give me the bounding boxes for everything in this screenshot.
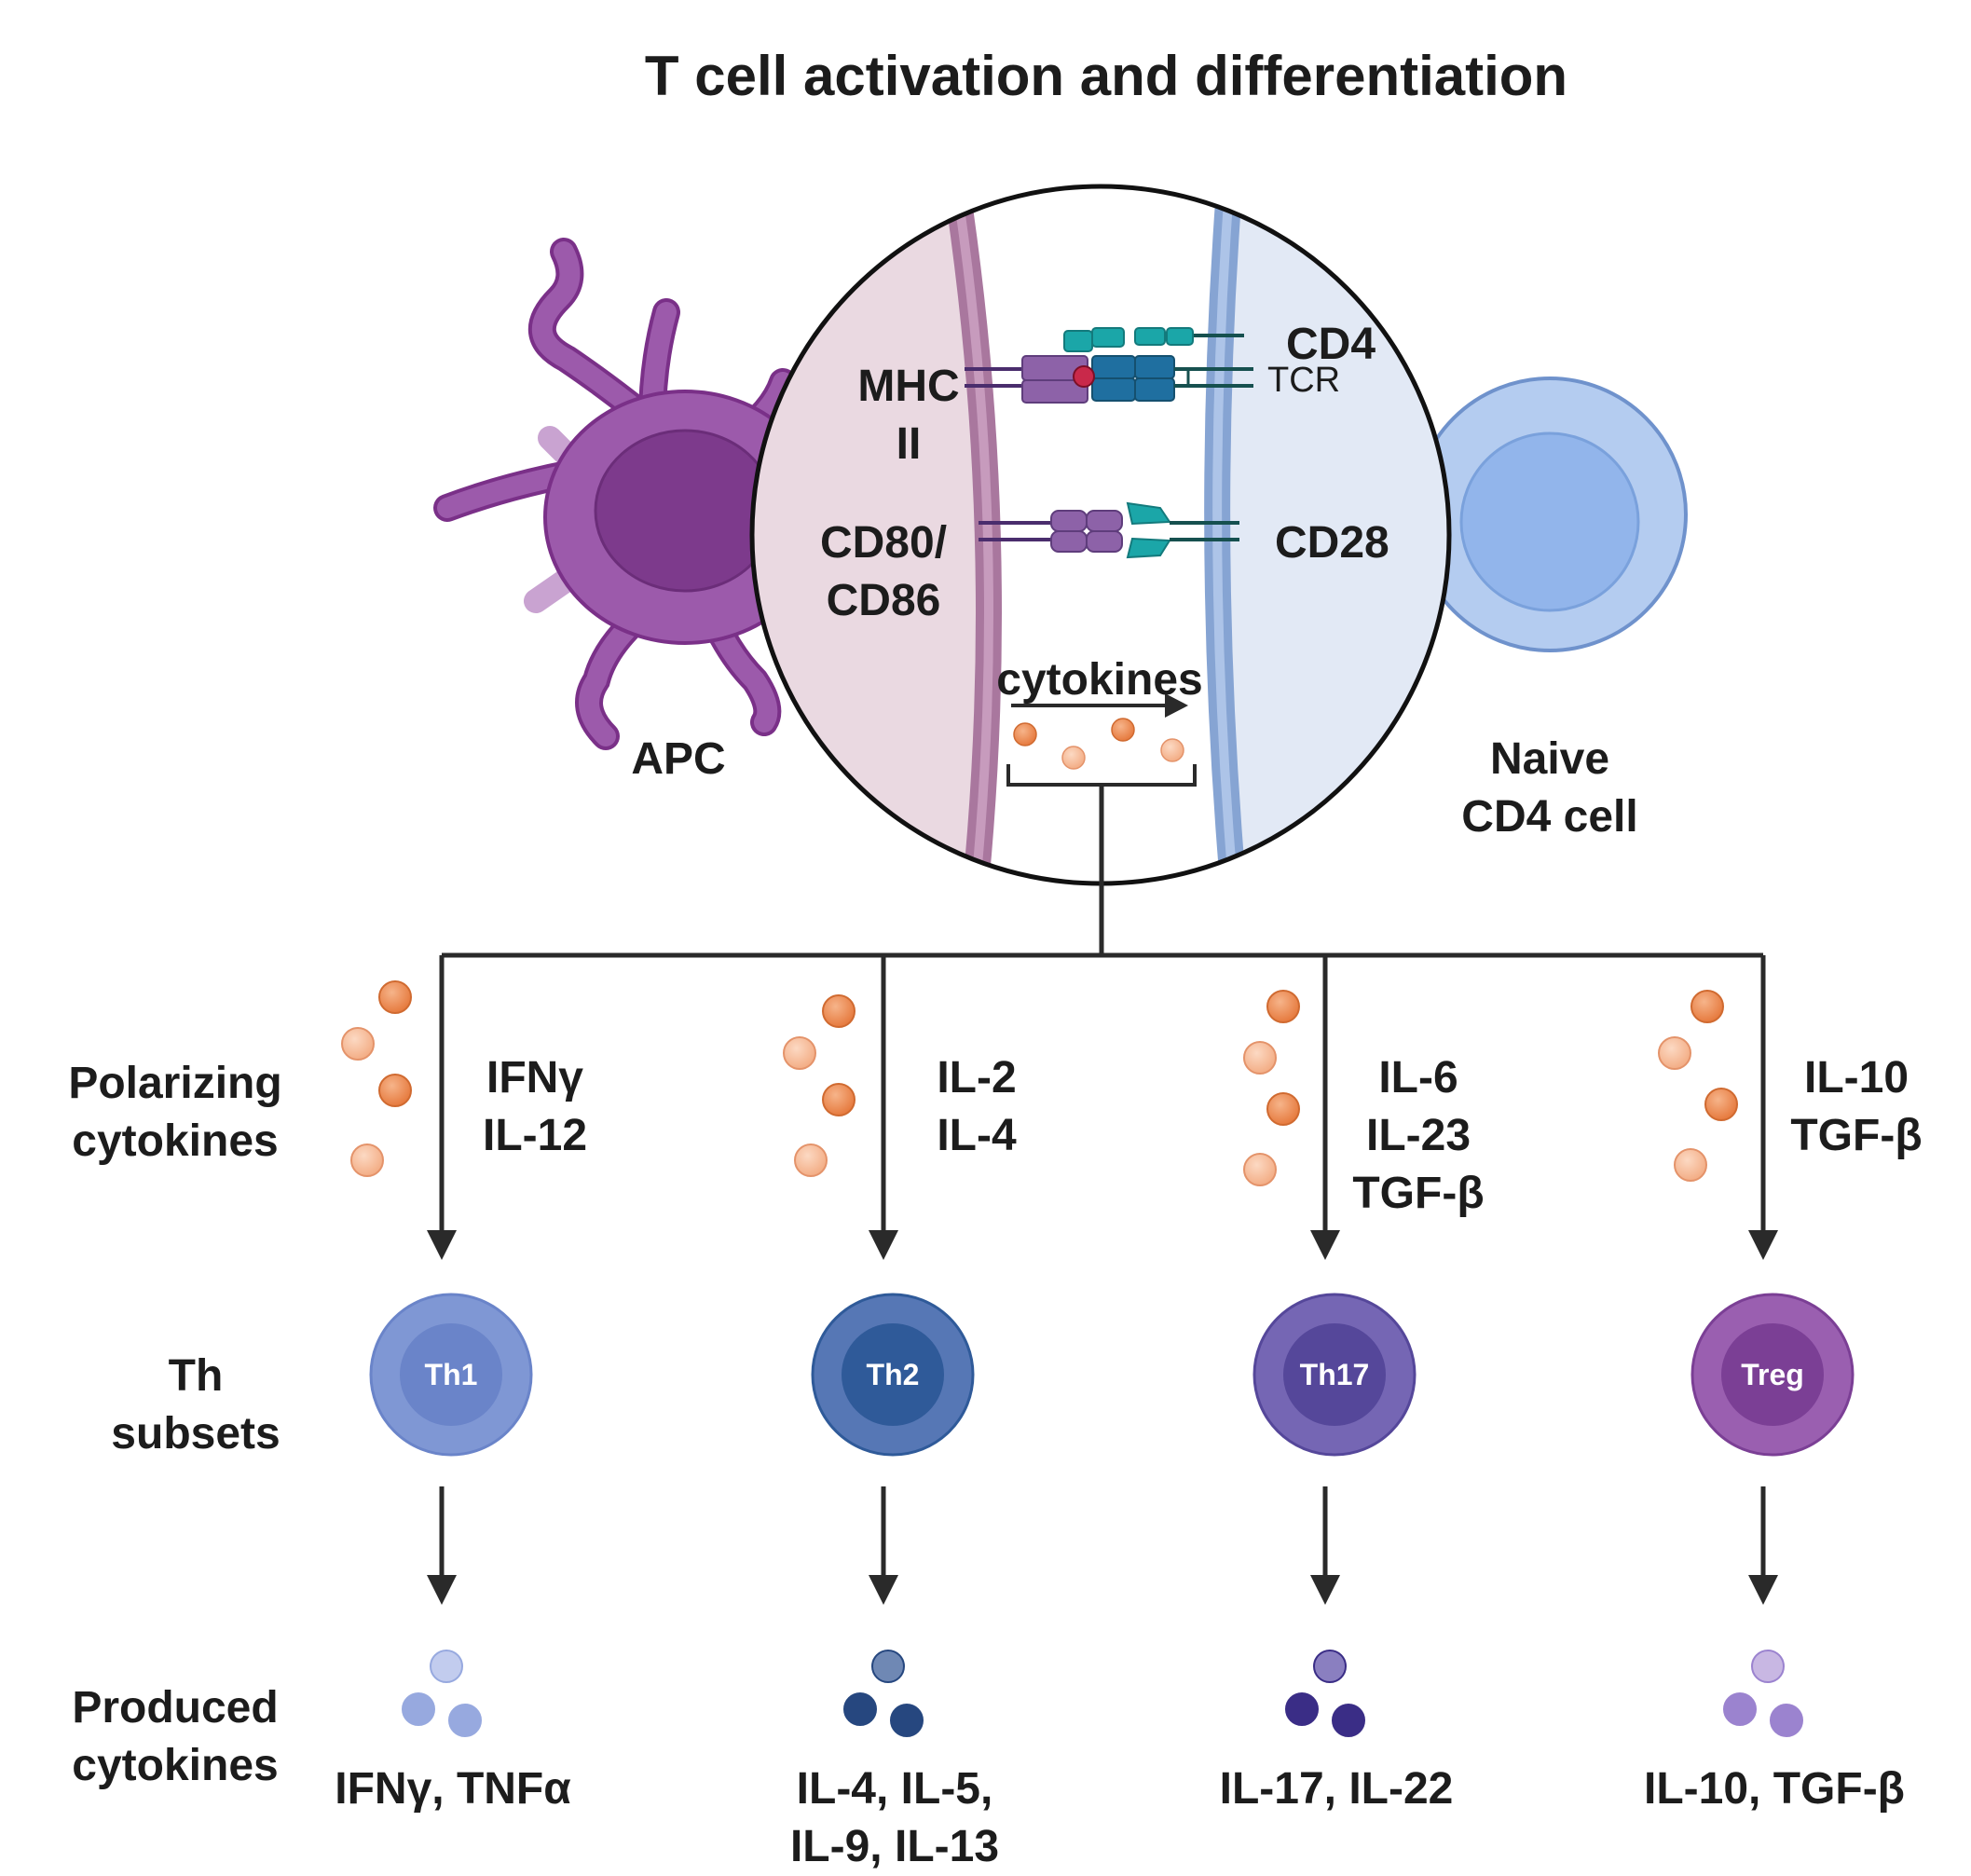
naive-cd4-cell xyxy=(1412,377,1688,652)
polarizing-cytokine-dot xyxy=(341,1027,375,1061)
th-cell-nucleus xyxy=(1721,1323,1824,1426)
polarizing-cytokine-label: IL-6 xyxy=(1378,1053,1458,1102)
produced-cytokine-label: IL-10, TGF-β xyxy=(1644,1764,1905,1814)
polarizing-cytokine-label: IL-4 xyxy=(937,1111,1017,1160)
th-cell-nucleus xyxy=(1283,1323,1386,1426)
row-label-produced-2: cytokines xyxy=(72,1741,278,1790)
synapse-zoom-circle xyxy=(749,184,1452,886)
polarizing-cytokine-label: IL-2 xyxy=(937,1053,1016,1102)
polarizing-cytokine-dot xyxy=(1690,990,1724,1023)
produced-cytokine-dot xyxy=(1285,1692,1319,1726)
produced-cytokine-dot xyxy=(1313,1650,1347,1683)
cd4-molecule xyxy=(1063,327,1244,352)
arrowhead-icon xyxy=(1748,1575,1778,1605)
row-label-subsets-2: subsets xyxy=(111,1409,280,1458)
arrowhead-icon xyxy=(1310,1575,1340,1605)
th-cell-nucleus xyxy=(400,1323,502,1426)
naive-label-line1: Naive xyxy=(1490,734,1609,784)
cd80-cd28-complex xyxy=(979,501,1239,559)
cd28-label: CD28 xyxy=(1275,518,1389,568)
cd80-label-line1: CD80/ xyxy=(820,518,947,568)
naive-nucleus xyxy=(1459,431,1640,612)
produced-cytokine-label: IL-9, IL-13 xyxy=(790,1822,999,1871)
polarizing-cytokine-label: IL-10 xyxy=(1804,1053,1909,1102)
produced-cytokine-dot xyxy=(448,1704,482,1737)
produced-cytokine-label: IFNγ, TNFα xyxy=(335,1764,571,1814)
produced-cytokine-dot xyxy=(871,1650,905,1683)
cd80-label-line2: CD86 xyxy=(827,576,941,625)
arrowhead-icon xyxy=(869,1575,898,1605)
th-cell-label: Treg xyxy=(1741,1358,1804,1391)
th-cell-label: Th17 xyxy=(1300,1358,1370,1391)
produced-cytokine-label: IL-4, IL-5, xyxy=(797,1764,993,1814)
tcr-label: TCR xyxy=(1267,361,1340,400)
cd4-label: CD4 xyxy=(1286,320,1376,369)
arrowhead-icon xyxy=(869,1230,898,1260)
arrowhead-icon xyxy=(1748,1230,1778,1260)
produced-cytokine-dot xyxy=(1751,1650,1785,1683)
polarizing-cytokine-label: IL-23 xyxy=(1366,1111,1471,1160)
produced-cytokine-dot xyxy=(1723,1692,1757,1726)
synapse-cytokine-dots xyxy=(1013,718,1184,770)
produced-cytokine-dot xyxy=(430,1650,463,1683)
produced-cytokine-dot xyxy=(890,1704,924,1737)
polarizing-cytokine-dot xyxy=(1266,990,1300,1023)
polarizing-cytokine-label: IL-12 xyxy=(483,1111,587,1160)
polarizing-cytokine-dot xyxy=(822,1083,855,1116)
diagram-title: T cell activation and differentiation xyxy=(645,45,1567,107)
produced-cytokine-dot xyxy=(1332,1704,1365,1737)
polarizing-cytokine-dot xyxy=(783,1036,816,1070)
produced-cytokine-dot xyxy=(1770,1704,1803,1737)
apc-label: APC xyxy=(631,734,725,784)
polarizing-cytokine-label: TGF-β xyxy=(1790,1111,1922,1160)
arrowhead-icon xyxy=(427,1230,457,1260)
naive-label-line2: CD4 cell xyxy=(1461,792,1637,842)
polarizing-cytokine-dot xyxy=(1658,1036,1691,1070)
branch-lines xyxy=(442,785,1763,958)
row-label-polarizing-1: Polarizing xyxy=(68,1059,281,1108)
row-label-subsets-1: Th xyxy=(169,1351,224,1401)
th-cell-label: Th2 xyxy=(867,1358,920,1391)
polarizing-cytokine-dot xyxy=(1704,1088,1738,1121)
th-cell-nucleus xyxy=(842,1323,944,1426)
polarizing-cytokine-dot xyxy=(1243,1153,1277,1186)
polarizing-cytokine-label: IFNγ xyxy=(486,1053,583,1102)
apc-nucleus xyxy=(594,429,776,593)
cytokines-label: cytokines xyxy=(996,655,1202,705)
polarizing-cytokine-dot xyxy=(822,994,855,1028)
th-cell-label: Th1 xyxy=(425,1358,478,1391)
produced-cytokine-label: IL-17, IL-22 xyxy=(1220,1764,1454,1814)
polarizing-cytokine-dot xyxy=(1674,1148,1707,1182)
mhc-label-line2: II xyxy=(897,419,922,469)
mhc-tcr-complex xyxy=(965,355,1253,404)
polarizing-cytokine-dot xyxy=(350,1143,384,1177)
polarizing-cytokine-dot xyxy=(1243,1041,1277,1075)
produced-cytokine-dot xyxy=(843,1692,877,1726)
row-label-polarizing-2: cytokines xyxy=(72,1116,278,1166)
produced-cytokine-dot xyxy=(402,1692,435,1726)
row-label-produced-1: Produced xyxy=(72,1683,278,1732)
polarizing-cytokine-dot xyxy=(1266,1092,1300,1126)
polarizing-cytokine-label: TGF-β xyxy=(1352,1169,1484,1218)
polarizing-cytokine-dot xyxy=(378,1074,412,1107)
arrowhead-icon xyxy=(1310,1230,1340,1260)
mhc-label-line1: MHC xyxy=(857,362,959,411)
polarizing-cytokine-dot xyxy=(794,1143,828,1177)
polarizing-cytokine-dot xyxy=(378,980,412,1014)
peptide-antigen xyxy=(1073,365,1095,388)
arrowhead-icon xyxy=(427,1575,457,1605)
